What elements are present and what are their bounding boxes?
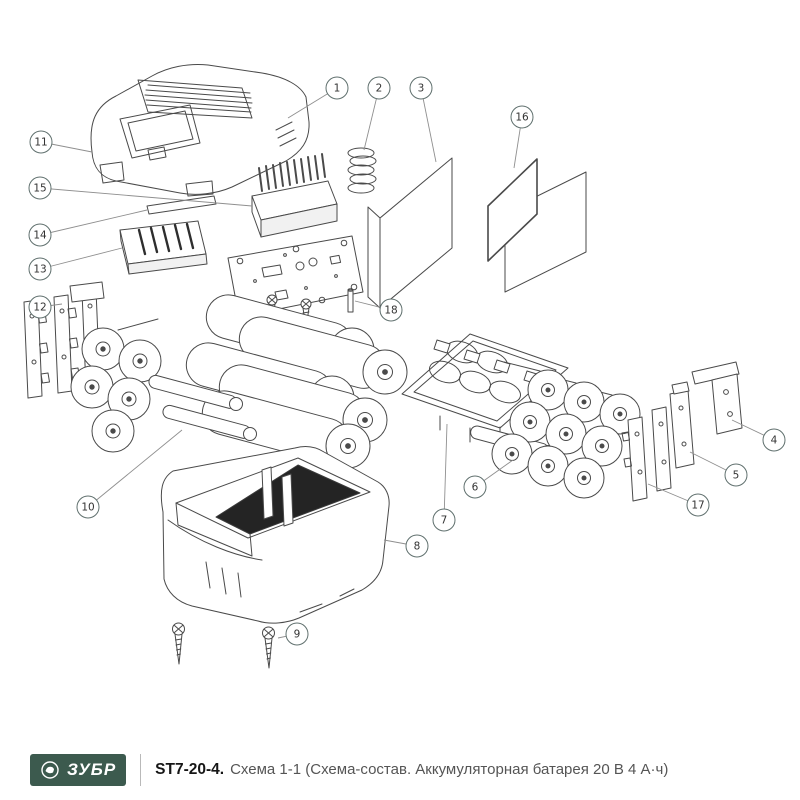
callout-number: 12 xyxy=(33,302,46,314)
callout-circle xyxy=(285,622,309,646)
callout-17: 17 xyxy=(647,483,710,517)
callout-circle xyxy=(325,76,349,100)
callout-12: 12 xyxy=(28,295,63,319)
callout-circle xyxy=(724,463,748,487)
callout-18: 18 xyxy=(354,298,403,322)
part-cells-left xyxy=(70,318,162,453)
part-bracket-4 xyxy=(691,361,743,435)
callout-1: 1 xyxy=(287,76,349,119)
callout-14: 14 xyxy=(28,209,148,247)
part-cells-right xyxy=(491,361,641,499)
callout-leader-line xyxy=(420,87,437,163)
callout-number: 6 xyxy=(472,482,479,494)
part-strips-17 xyxy=(621,406,672,502)
callout-2: 2 xyxy=(363,76,391,151)
footer: ЗУБР ST7-20-4. Схема 1-1 (Схема-состав. А… xyxy=(30,754,780,786)
callout-circle xyxy=(367,76,391,100)
part-plate-16 xyxy=(487,158,587,293)
callout-number: 18 xyxy=(384,305,397,317)
callout-number: 5 xyxy=(733,470,740,482)
part-cells-middle xyxy=(148,294,408,469)
part-strip-14 xyxy=(146,195,217,215)
callout-leader-line xyxy=(39,247,123,270)
callout-circle xyxy=(463,475,487,499)
callout-circle xyxy=(762,428,786,452)
callout-leader-line xyxy=(39,187,253,207)
callout-circle xyxy=(29,130,53,154)
caption-text: Схема 1-1 (Схема-состав. Аккумуляторная … xyxy=(230,761,669,778)
callout-9: 9 xyxy=(277,622,309,646)
callout-number: 10 xyxy=(81,502,94,514)
callout-number: 9 xyxy=(294,629,301,641)
callout-circle xyxy=(432,508,456,532)
callout-number: 8 xyxy=(414,541,421,553)
callout-4: 4 xyxy=(731,419,786,452)
callout-number: 4 xyxy=(771,435,778,447)
brand-logo: ЗУБР xyxy=(30,754,127,786)
model-number: ST7-20-4. xyxy=(155,761,225,778)
callout-number: 2 xyxy=(376,83,383,95)
callout-16: 16 xyxy=(510,105,534,169)
callout-circle xyxy=(409,76,433,100)
callout-13: 13 xyxy=(28,247,123,281)
callout-circle xyxy=(28,223,52,247)
callout-circle xyxy=(379,298,403,322)
callout-8: 8 xyxy=(383,534,429,558)
callout-number: 14 xyxy=(33,230,47,242)
callout-3: 3 xyxy=(409,76,437,163)
callout-number: 1 xyxy=(334,83,341,95)
callout-number: 7 xyxy=(441,515,448,527)
callout-11: 11 xyxy=(29,130,93,154)
callout-7: 7 xyxy=(432,423,456,532)
callout-circle xyxy=(686,493,710,517)
callout-number: 3 xyxy=(418,83,425,95)
callout-number: 17 xyxy=(691,500,704,512)
callout-5: 5 xyxy=(689,451,748,487)
part-latch-button xyxy=(119,220,208,275)
part-pin xyxy=(347,288,354,313)
callout-circle xyxy=(28,257,52,281)
part-strip-5 xyxy=(669,381,695,469)
part-plate-3 xyxy=(367,157,453,309)
part-bottom-housing xyxy=(160,446,390,624)
callout-number: 11 xyxy=(34,137,47,149)
callout-circle xyxy=(28,295,52,319)
brand-name: ЗУБР xyxy=(67,760,117,779)
callout-circle xyxy=(28,176,52,200)
callout-number: 15 xyxy=(33,183,46,195)
callout-circle xyxy=(76,495,100,519)
callout-10: 10 xyxy=(76,429,183,519)
callout-number: 13 xyxy=(33,264,46,276)
callout-number: 16 xyxy=(515,112,529,124)
bison-icon xyxy=(41,761,59,779)
schematic-caption: ST7-20-4. Схема 1-1 (Схема-состав. Аккуму… xyxy=(140,754,668,786)
part-spring xyxy=(347,147,377,194)
part-terminal-block xyxy=(251,153,338,238)
callout-leader-line xyxy=(39,209,148,236)
callout-circle xyxy=(510,105,534,129)
part-top-cover xyxy=(90,64,310,197)
callout-leader-line xyxy=(87,429,183,508)
callout-leader-line xyxy=(443,423,448,521)
part-screws-bottom xyxy=(172,622,275,669)
callout-6: 6 xyxy=(463,459,514,499)
callout-circle xyxy=(405,534,429,558)
callout-15: 15 xyxy=(28,176,253,207)
part-contact-strips-left xyxy=(23,281,105,399)
